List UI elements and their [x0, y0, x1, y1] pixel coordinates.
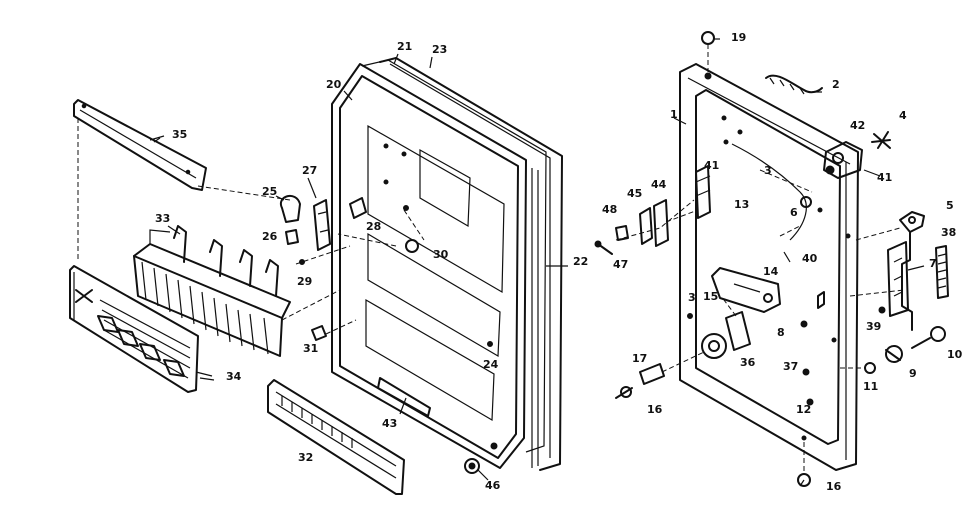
- part-27-lamp-bracket: [313, 199, 331, 251]
- part-29-screw: [299, 259, 305, 265]
- callout-c10: 10: [947, 348, 963, 361]
- part-6-grommet: [800, 196, 812, 208]
- bracket-41-13: [695, 165, 711, 219]
- callout-c15: 15: [703, 290, 718, 303]
- callout-c45: 45: [627, 187, 642, 200]
- part-15-control-knob-assembly: [701, 311, 751, 359]
- part-3-wire-harness: [731, 143, 807, 241]
- part-35-top-trim: [73, 99, 207, 191]
- callout-c35: 35: [172, 128, 187, 141]
- callout-c5: 5: [946, 199, 954, 212]
- callout-c38: 38: [941, 226, 956, 239]
- hinge-block-42-41: [823, 141, 863, 179]
- callout-c47: 47: [613, 258, 628, 271]
- callout-c44: 44: [651, 178, 667, 191]
- callout-c21: 21: [397, 40, 412, 53]
- part-1-outer-door: [679, 63, 859, 471]
- callout-c41a: 41: [877, 171, 892, 184]
- callout-c12: 12: [796, 403, 811, 416]
- part-5-latch-arm: [899, 211, 925, 331]
- callout-c42: 42: [850, 119, 865, 132]
- callout-c28: 28: [366, 220, 381, 233]
- callout-c2: 2: [832, 78, 840, 91]
- callout-c19: 19: [731, 31, 746, 44]
- callout-c11: 11: [863, 380, 878, 393]
- part-14-control-plate: [711, 267, 781, 313]
- callout-c34: 34: [226, 370, 242, 383]
- callout-c7: 7: [929, 257, 937, 270]
- callout-c40: 40: [802, 252, 818, 265]
- callout-c24: 24: [483, 358, 499, 371]
- part-2-top-hinge: [765, 74, 823, 95]
- assembly-leader-lines: [77, 44, 905, 474]
- callout-c29: 29: [297, 275, 312, 288]
- callout-c22: 22: [573, 255, 588, 268]
- part-33-wire-shelf: [133, 225, 291, 357]
- callout-c6: 6: [790, 206, 798, 219]
- small-fasteners: [487, 306, 886, 406]
- callout-c27: 27: [302, 164, 317, 177]
- part-38-latch-strike: [935, 245, 949, 299]
- part-17-shaft: [639, 363, 665, 385]
- callout-c4: 4: [899, 109, 907, 122]
- callout-c31: 31: [303, 342, 318, 355]
- callout-c3a: 3: [764, 164, 772, 177]
- callout-c17: 17: [632, 352, 647, 365]
- part-28-switch: [349, 197, 367, 219]
- callout-c43: 43: [382, 417, 397, 430]
- part-30-fastener: [405, 239, 419, 253]
- part-20-door-liner: [331, 63, 527, 469]
- callout-c16b: 16: [826, 480, 842, 493]
- callout-c30: 30: [433, 248, 449, 261]
- callout-c32: 32: [298, 451, 313, 464]
- callout-c33: 33: [155, 212, 170, 225]
- callout-c25: 25: [262, 185, 277, 198]
- callout-c3b: 3: [688, 291, 696, 304]
- part-25-lamp-bulb: [279, 194, 301, 223]
- part-16-bottom-pin: [797, 473, 811, 487]
- callout-c1: 1: [670, 108, 678, 121]
- callout-c36: 36: [740, 356, 756, 369]
- part-4-spring: [871, 131, 891, 149]
- part-43-handle: [377, 377, 431, 417]
- callout-c41b: 41: [704, 159, 719, 172]
- callout-leaders: [153, 38, 925, 487]
- part-46-hinge-pin: [464, 458, 480, 474]
- callout-c48: 48: [602, 203, 617, 216]
- part-22-gasket-strip: [531, 168, 539, 468]
- callout-c14: 14: [763, 265, 779, 278]
- part-26-lamp-socket: [285, 229, 299, 245]
- part-23-door-gasket: [379, 57, 563, 471]
- part-7-latch-slide: [887, 241, 909, 317]
- part-48-nut: [615, 225, 629, 241]
- callout-c8: 8: [777, 326, 785, 339]
- callout-c26: 26: [262, 230, 278, 243]
- callout-c16a: 16: [647, 403, 663, 416]
- lamp-assembly: [279, 194, 367, 341]
- callout-c20: 20: [326, 78, 342, 91]
- callout-c9: 9: [909, 367, 917, 380]
- part-36-knob: [701, 333, 727, 359]
- callout-c39: 39: [866, 320, 881, 333]
- callout-c37: 37: [783, 360, 798, 373]
- part-47-screw: [594, 240, 613, 255]
- part-44-45-bracket: [639, 199, 669, 247]
- callout-c13: 13: [734, 198, 749, 211]
- callout-c46a: 46: [485, 479, 501, 492]
- part-34-door-rail: [69, 265, 213, 393]
- part-31-bumper: [311, 325, 327, 341]
- callout-c23: 23: [432, 43, 447, 56]
- part-16-cord: [615, 386, 633, 399]
- lock-parts-11-9-10: [864, 326, 946, 374]
- part-32-kick-plate: [267, 379, 405, 495]
